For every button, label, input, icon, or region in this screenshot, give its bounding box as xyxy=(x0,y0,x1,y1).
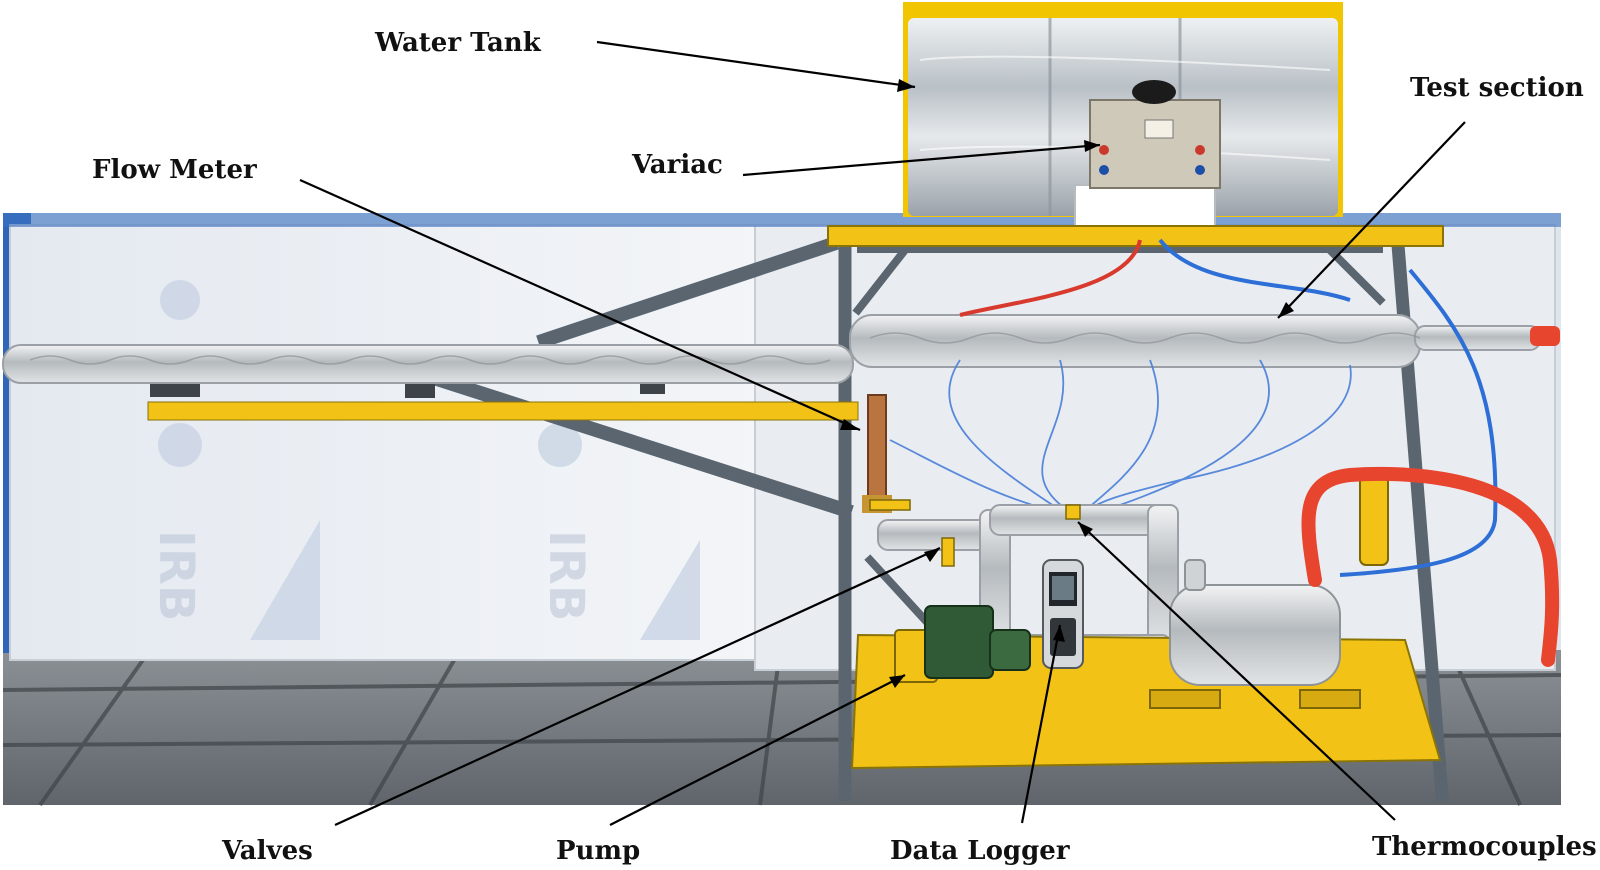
variac-device xyxy=(1074,80,1221,241)
svg-text:IRB: IRB xyxy=(538,530,594,621)
heater-tank xyxy=(1149,469,1389,709)
svg-text:IRB: IRB xyxy=(148,530,204,621)
label-water-tank: Water Tank xyxy=(375,28,541,58)
valves-device xyxy=(869,499,1081,567)
insulated-pipe xyxy=(2,314,1560,384)
red-hose xyxy=(1301,466,1560,667)
pointer-lines xyxy=(299,40,1466,827)
label-test-section: Test section xyxy=(1410,73,1584,103)
label-variac: Variac xyxy=(632,150,723,180)
label-thermocouples: Thermocouples xyxy=(1372,832,1597,862)
power-wires xyxy=(959,238,1498,577)
label-data-logger: Data Logger xyxy=(890,836,1070,866)
pump-device xyxy=(894,605,1031,683)
label-flow-meter: Flow Meter xyxy=(92,155,257,185)
label-pump: Pump xyxy=(556,836,641,866)
upper-shelf xyxy=(827,225,1444,247)
yellow-rail xyxy=(147,401,859,421)
label-valves: Valves xyxy=(222,836,313,866)
data-logger-device xyxy=(1042,559,1084,669)
pointer-arrowheads xyxy=(840,79,1294,688)
